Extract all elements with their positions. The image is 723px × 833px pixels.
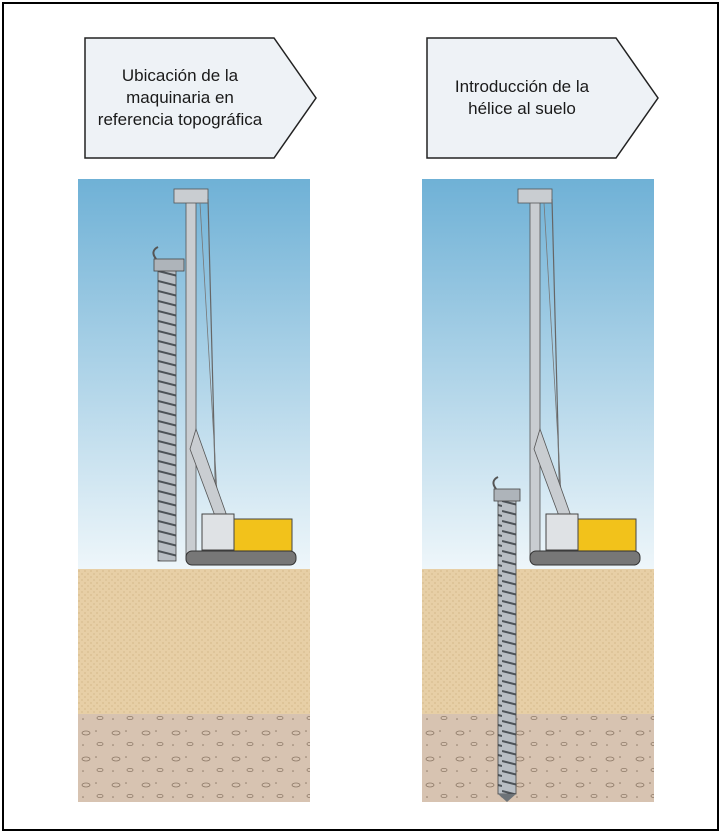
step-1-arrow: Ubicación de la maquinaria en referencia… [84,37,320,159]
soil-layer [422,569,654,714]
step-2-arrow: Introducción de la hélice al suelo [426,37,662,159]
auger [497,498,517,795]
scene-drilling [422,179,654,802]
scene-positioning [78,179,310,802]
arrow-pentagon-shape [84,37,317,159]
rock-layer [78,714,310,802]
auger [157,268,177,562]
rock-layer [422,714,654,802]
mast [185,198,197,560]
machine-body [233,518,293,552]
tracks [529,550,641,566]
cab [201,513,235,551]
soil-layer [78,569,310,714]
cab [545,513,579,551]
machine-body [577,518,637,552]
step-2-label: Introducción de la hélice al suelo [454,77,590,118]
arrow-pentagon-shape [426,37,659,159]
tracks [185,550,297,566]
mast [529,198,541,560]
step-1-label: Ubicación de la maquinaria en referencia… [97,66,263,129]
